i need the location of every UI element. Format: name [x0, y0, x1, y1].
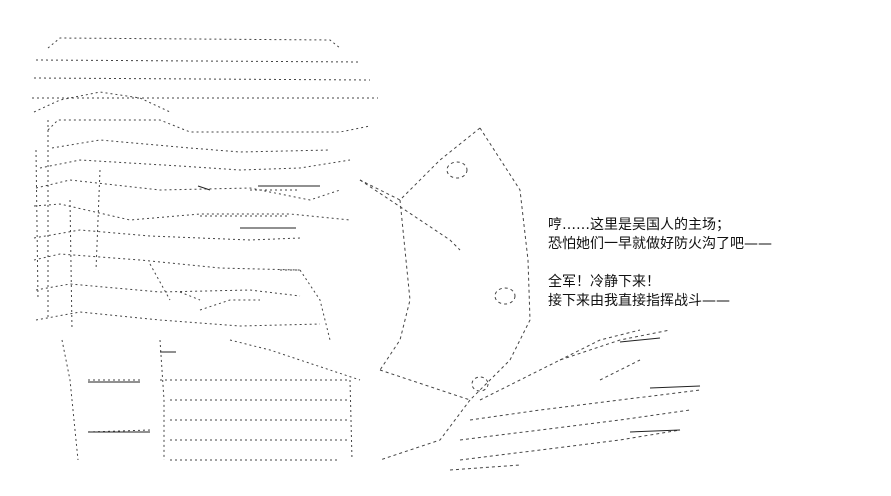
- dialogue-line-1: 哼……这里是吴国人的主场；: [548, 217, 730, 233]
- fan-outline: [359, 127, 701, 471]
- figure-detail-lines: [88, 185, 701, 433]
- dialogue-line-2: 恐怕她们一早就做好防火沟了吧——: [548, 236, 772, 252]
- figure-outline: [32, 37, 378, 461]
- dialogue-line-3: 全军！冷静下来！: [548, 274, 660, 290]
- dialogue-box: 哼……这里是吴国人的主场； 恐怕她们一早就做好防火沟了吧—— 全军！冷静下来！ …: [548, 216, 878, 311]
- dialogue-spacer: [548, 254, 878, 273]
- dialogue-line-4: 接下来由我直接指挥战斗——: [548, 293, 730, 309]
